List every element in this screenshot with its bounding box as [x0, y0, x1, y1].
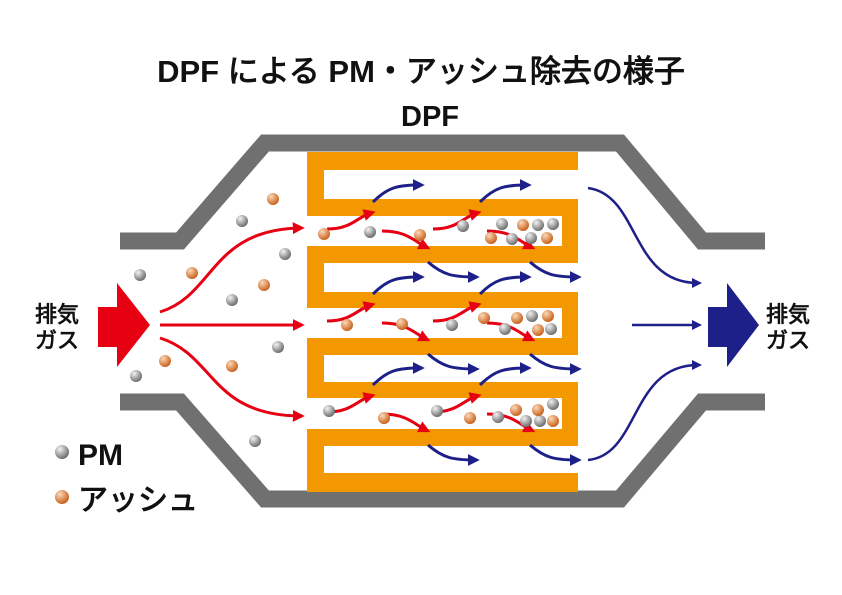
outflow-arrow: [427, 352, 480, 375]
outflow-arrow: [529, 260, 582, 283]
filter-housing: [120, 134, 765, 508]
pm-particle: [457, 220, 469, 232]
legend: PM アッシュ: [55, 439, 198, 517]
inflow-arrow: [159, 336, 305, 422]
outflow-arrow: [478, 179, 532, 204]
diagram-subtitle: DPF: [401, 101, 459, 133]
outflow-arrow: [427, 260, 480, 283]
ash-particle: [532, 404, 544, 416]
ash-particle: [396, 318, 408, 330]
legend-ash-label: アッシュ: [78, 484, 198, 517]
ash-particle: [159, 355, 171, 367]
outflow-arrow: [478, 271, 532, 296]
outlet-channel: [324, 263, 586, 292]
pm-particle: [323, 405, 335, 417]
pm-particle: [545, 323, 557, 335]
outflow-arrow: [478, 362, 532, 387]
ash-particle: [258, 279, 270, 291]
ash-particle: [547, 415, 559, 427]
ash-particle: [341, 319, 353, 331]
outflow-arrow: [529, 443, 582, 466]
particles: [130, 193, 559, 447]
pm-particle: [431, 405, 443, 417]
ash-particle: [517, 219, 529, 231]
inlet-label-line1: 排気: [35, 302, 79, 327]
inflow-arrow: [381, 229, 431, 250]
pm-particle: [520, 415, 532, 427]
outflow-arrow: [587, 360, 702, 462]
ash-particle: [485, 232, 497, 244]
ash-particle: [414, 229, 426, 241]
pm-particle: [279, 248, 291, 260]
inflow-arrow: [381, 321, 431, 342]
outlet-label-line2: ガス: [766, 328, 810, 353]
inflow-arrow: [326, 301, 376, 323]
pm-particle: [506, 233, 518, 245]
outflow-arrow: [371, 362, 425, 387]
legend-pm-label: PM: [78, 439, 123, 472]
ash-particle: [378, 412, 390, 424]
pm-particle: [547, 218, 559, 230]
pm-particle: [525, 232, 537, 244]
pm-particle: [272, 341, 284, 353]
inflow-arrow: [486, 321, 536, 342]
pm-particle: [534, 415, 546, 427]
pm-particle: [130, 370, 142, 382]
ash-particle: [542, 310, 554, 322]
inlet-exhaust-arrow: [98, 283, 150, 367]
legend-ash-particle-icon: [55, 490, 69, 504]
pm-particle: [249, 435, 261, 447]
outflow-arrow: [371, 179, 425, 204]
pm-particle: [492, 411, 504, 423]
ash-particle: [226, 360, 238, 372]
ash-particle: [464, 412, 476, 424]
outflow-arrow: [427, 443, 480, 466]
ash-particle: [541, 232, 553, 244]
inlet-label-line2: ガス: [35, 328, 79, 353]
housing-bottom-wall: [120, 393, 765, 508]
ash-particle: [267, 193, 279, 205]
housing-top-wall: [120, 134, 765, 250]
inflow-arrow: [326, 209, 376, 231]
pm-particle: [134, 269, 146, 281]
ash-particle: [510, 404, 522, 416]
pm-particle: [236, 215, 248, 227]
outlet-label-line1: 排気: [766, 302, 810, 327]
ash-particle: [186, 267, 198, 279]
legend-pm-particle-icon: [55, 445, 69, 459]
ash-particle: [532, 324, 544, 336]
pm-particle: [496, 218, 508, 230]
outflow-arrow: [587, 186, 702, 288]
outlet-exhaust-arrow: [708, 283, 759, 367]
outlet-channel: [324, 170, 586, 199]
pm-particle: [547, 398, 559, 410]
outflow-arrow: [371, 271, 425, 296]
outflow-arrow: [529, 352, 582, 375]
diagram-title: DPF による PM・アッシュ除去の様子: [157, 54, 685, 89]
pm-particle: [226, 294, 238, 306]
ash-particle: [318, 228, 330, 240]
ash-particle: [478, 312, 490, 324]
inflow-arrow: [159, 222, 305, 314]
inflow-arrow: [432, 301, 482, 323]
pm-particle: [364, 226, 376, 238]
ash-particle: [511, 312, 523, 324]
pm-particle: [499, 323, 511, 335]
pm-particle: [446, 319, 458, 331]
pm-particle: [532, 219, 544, 231]
pm-particle: [526, 310, 538, 322]
